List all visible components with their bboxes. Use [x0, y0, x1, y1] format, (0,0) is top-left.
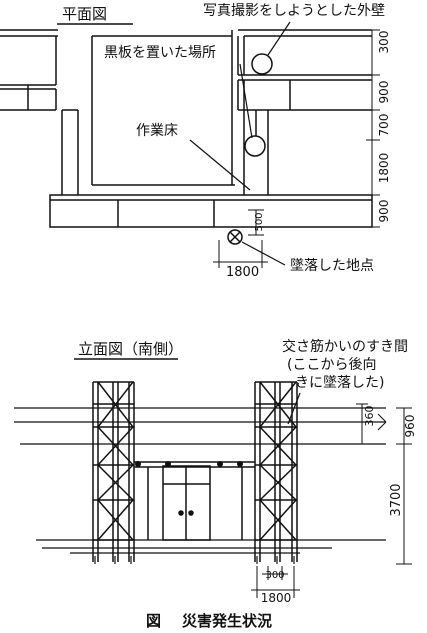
building-walls [0, 29, 372, 195]
scaffold-feet [94, 556, 295, 564]
photo-wall-leader [267, 21, 291, 56]
fall-point-callout: 墜落した地点 [290, 258, 374, 274]
brace-gap-callout-3: きに墜落した) [295, 375, 384, 391]
building-facade [134, 461, 255, 541]
dim-960: 960 [403, 415, 417, 438]
dim-1800-bottom: 1800 [226, 265, 259, 280]
light-fixtures [135, 461, 243, 467]
elevation-dimension-line [356, 403, 412, 565]
left-scaffold-tower [92, 381, 135, 562]
board-marker [244, 135, 266, 157]
dim-300-small: 300 [265, 570, 284, 581]
dim-1800: 1800 [377, 153, 391, 184]
elevation-view: 立面図（南側） 交さ筋かいのすき間 (ここから後向 きに墜落した) [14, 338, 417, 605]
plan-bottom-dim [213, 240, 268, 268]
work-floor-leader [189, 139, 251, 191]
board-leader [239, 63, 253, 139]
plan-dimensions: 300 900 700 900 1800 900 [377, 31, 391, 223]
caption-text: 災害発生状況 [182, 612, 272, 630]
board-callout: 黒板を置いた場所 [104, 45, 216, 61]
plan-small-dim [248, 209, 264, 236]
dim-3700: 3700 [389, 483, 404, 516]
brace-gap-callout-1: 交さ筋かいのすき間 [282, 338, 408, 355]
elevation-title: 立面図（南側） [78, 340, 183, 358]
dim-900-c: 900 [377, 200, 391, 223]
scaffold-deck [49, 194, 373, 228]
plan-title: 平面図 [62, 5, 107, 23]
dim-1800-elev: 1800 [261, 591, 292, 605]
dim-500: 500 [254, 212, 265, 231]
dim-900-a: 900 [377, 81, 391, 104]
right-scaffold-tower [254, 381, 298, 562]
dim-700: 700 [377, 114, 391, 137]
work-floor-callout: 作業床 [136, 123, 178, 139]
dim-360: 360 [363, 406, 376, 427]
dim-300: 300 [377, 31, 391, 54]
plan-view: 平面図 [0, 2, 391, 280]
fall-point-marker [227, 229, 243, 245]
plan-dimension-line [366, 29, 380, 228]
photo-wall-callout: 写真撮影をしようとした外壁 [203, 2, 385, 19]
elevation-horizontals [14, 407, 386, 554]
fall-point-leader [241, 241, 286, 266]
caption-label: 図 [146, 612, 161, 630]
elevation-bottom-dims [251, 566, 300, 598]
photo-wall-marker [251, 53, 273, 75]
brace-gap-callout-2: (ここから後向 [287, 357, 376, 373]
